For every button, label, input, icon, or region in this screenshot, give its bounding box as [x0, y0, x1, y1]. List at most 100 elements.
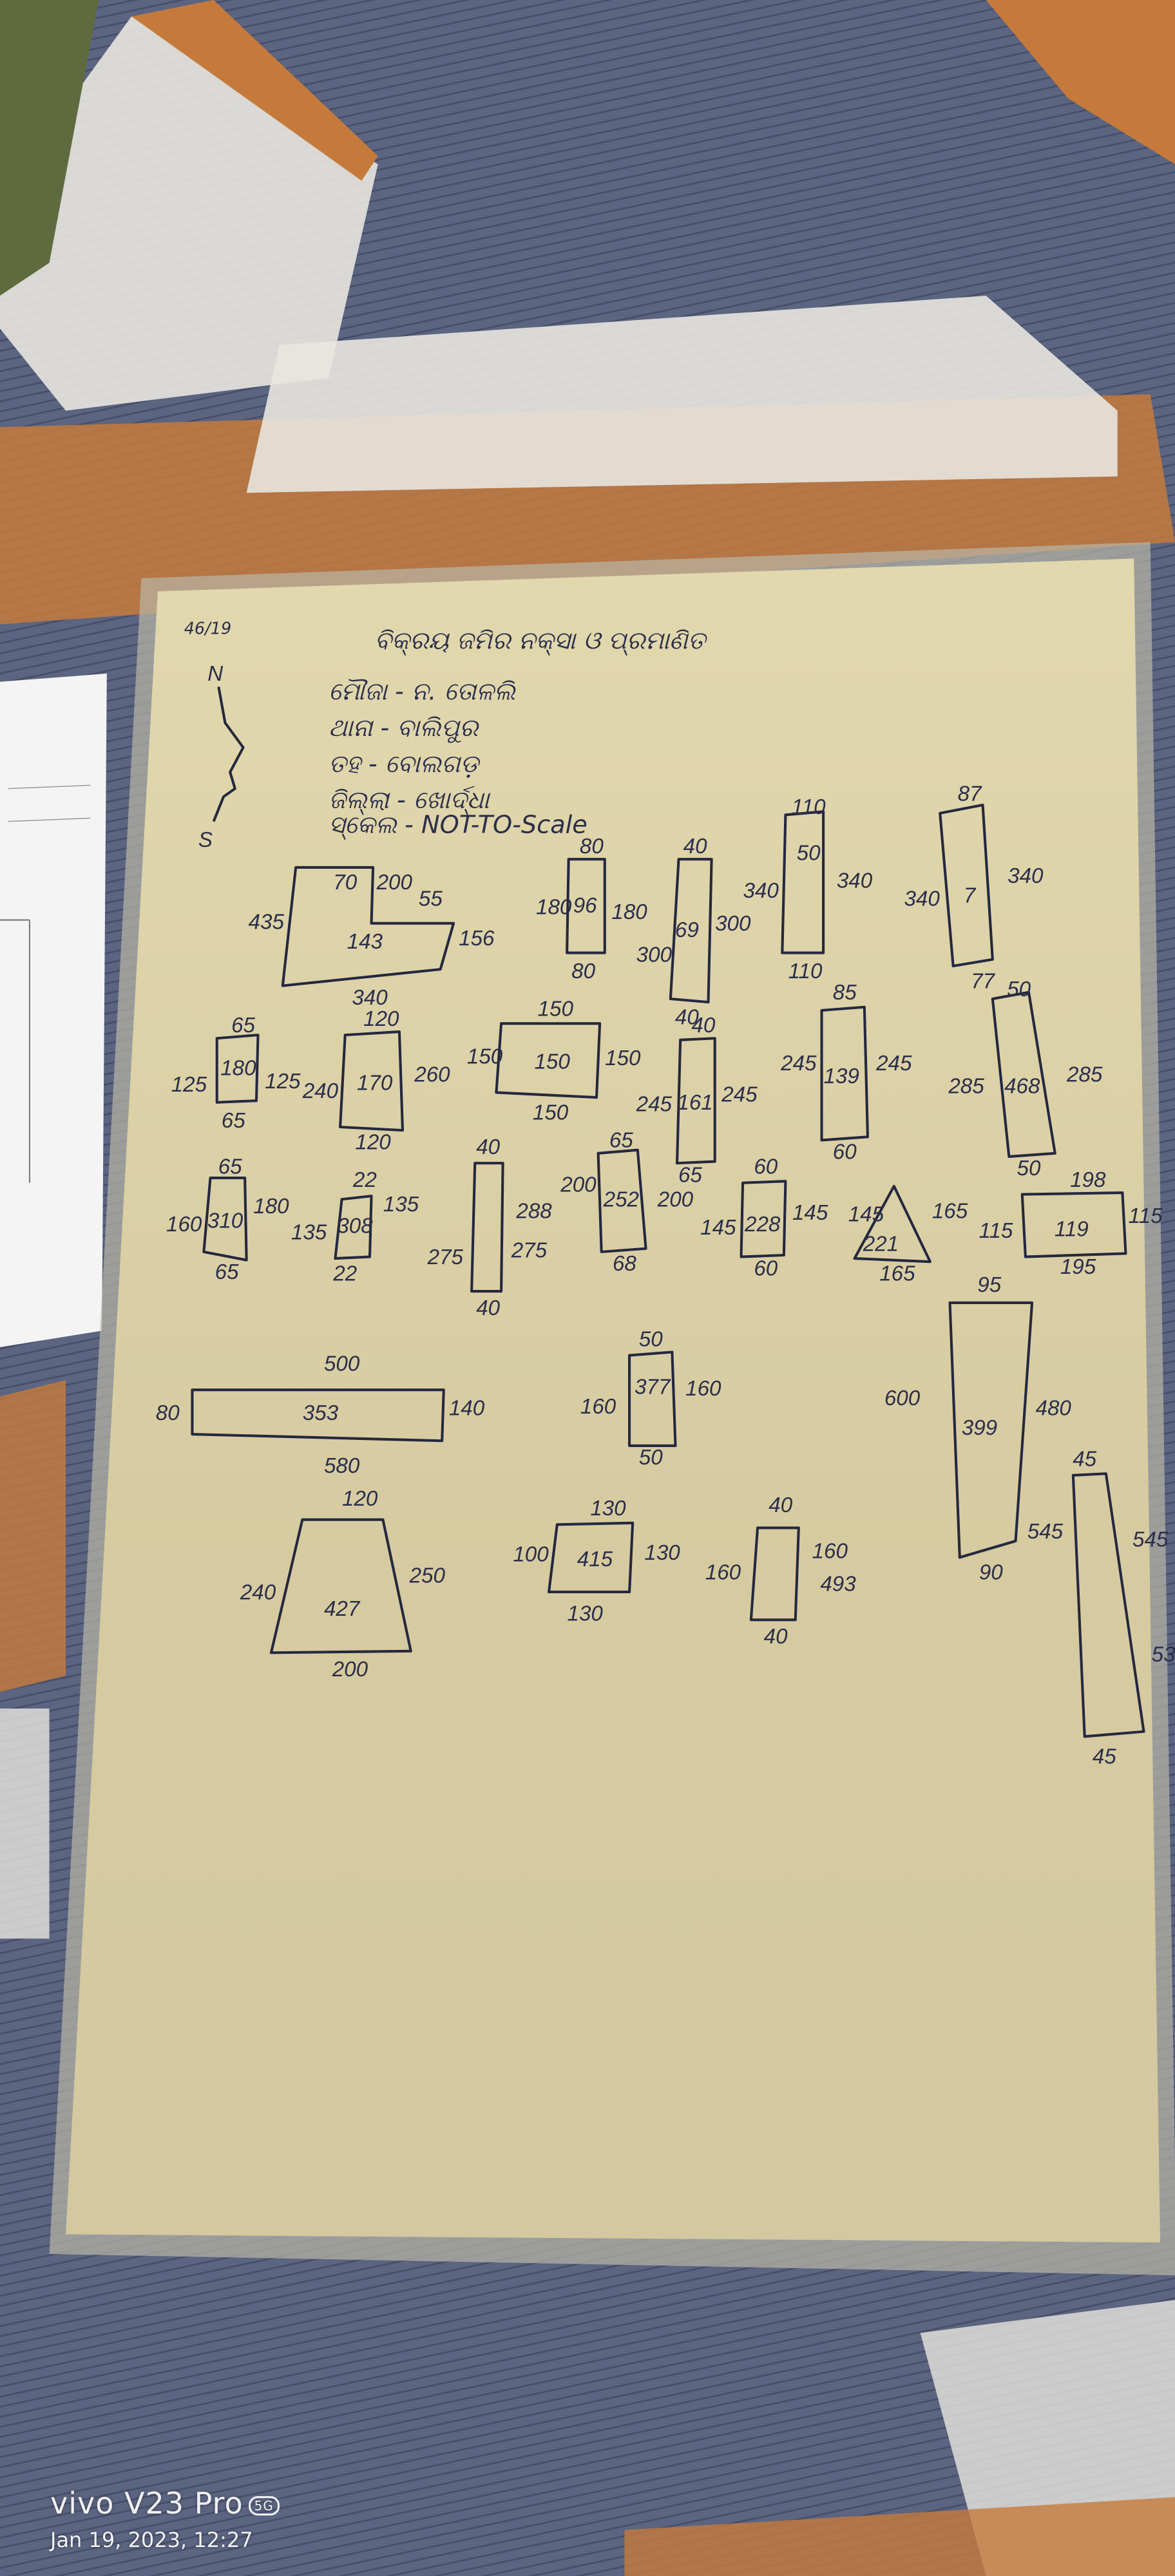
side-length-label: 340 — [1008, 864, 1044, 888]
plot-boundary — [628, 1350, 677, 1447]
side-length-label: 68 — [613, 1252, 636, 1276]
plot-boundary — [939, 803, 994, 968]
side-length-label: 245 — [721, 1083, 758, 1106]
side-length-label: 95 — [977, 1273, 1001, 1297]
side-length-label: 120 — [363, 1007, 399, 1031]
side-length-label: 45 — [1093, 1745, 1116, 1768]
plot-boundary — [548, 1521, 635, 1593]
side-length-label: 135 — [291, 1221, 327, 1245]
side-length-label: 340 — [743, 879, 779, 903]
side-length-label: 580 — [324, 1454, 360, 1478]
plot-number-label: 53 — [1152, 1643, 1175, 1667]
plot-number-label: 96 — [573, 894, 597, 918]
side-length-label: 150 — [538, 998, 574, 1021]
side-length-label: 80 — [571, 960, 595, 983]
side-length-label: 115 — [1129, 1204, 1163, 1228]
side-length-label: 22 — [352, 1168, 377, 1192]
side-length-label: 40 — [476, 1135, 500, 1159]
side-length-label: 200 — [332, 1658, 368, 1681]
side-length-label: 275 — [511, 1239, 548, 1263]
side-length-label: 100 — [513, 1543, 549, 1567]
side-length-label: 40 — [691, 1014, 715, 1037]
side-length-label: 195 — [1060, 1255, 1096, 1279]
plot-boundary — [191, 1388, 445, 1443]
side-length-label: 115 — [979, 1219, 1013, 1243]
side-length-label: 65 — [678, 1163, 702, 1187]
side-length-label: 40 — [764, 1625, 788, 1649]
side-length-label: 87 — [958, 782, 982, 806]
plot-boundary — [669, 858, 713, 1004]
plot-number-label: 427 — [324, 1597, 361, 1621]
plot-number-label: 150 — [534, 1050, 570, 1074]
side-length-label: 70 — [333, 871, 357, 895]
side-length-label: 245 — [636, 1093, 673, 1117]
side-length-label: 180 — [611, 900, 647, 924]
side-length-label: 285 — [1066, 1063, 1103, 1087]
side-length-label: 165 — [932, 1199, 968, 1223]
side-length-label: 65 — [231, 1014, 255, 1037]
compass-north-label: N — [207, 662, 223, 686]
side-length-label: 160 — [705, 1561, 741, 1585]
side-length-label: 200 — [376, 871, 413, 895]
side-length-label: 435 — [249, 910, 285, 934]
detail-district: ଜିଲ୍ଲା - ଖୋର୍ଦ୍ଧା — [329, 786, 491, 815]
side-length-label: 65 — [222, 1109, 245, 1133]
side-length-label: 340 — [904, 887, 940, 911]
plot-number-label: 415 — [577, 1548, 613, 1571]
side-length-label: 180 — [536, 895, 572, 919]
side-length-label: 198 — [1070, 1168, 1106, 1192]
plot-boundary — [1071, 1472, 1145, 1738]
detail-mouza: ମୌଜା - ନ. ତୋଳଲି — [329, 677, 516, 706]
side-length-label: 77 — [971, 969, 995, 993]
plot-boundary — [470, 1162, 504, 1293]
side-length-label: 120 — [355, 1130, 391, 1154]
side-length-label: 125 — [265, 1070, 301, 1094]
plot-number-label: 221 — [863, 1232, 899, 1256]
side-length-label: 245 — [780, 1052, 817, 1075]
side-length-label: 60 — [754, 1257, 778, 1281]
side-document — [0, 673, 107, 1347]
side-length-label: 60 — [833, 1141, 857, 1164]
plot-number-label: 252 — [603, 1188, 639, 1212]
side-length-label: 300 — [636, 943, 673, 967]
side-length-label: 50 — [639, 1446, 663, 1470]
side-length-label: 160 — [166, 1213, 202, 1236]
plot-boundary — [597, 1148, 647, 1253]
side-length-label: 160 — [685, 1377, 721, 1401]
sheet-title: ବିକ୍ରୟ ଜମିର ନକ୍ସା ଓ ପ୍ରମାଣିତ — [375, 627, 709, 656]
side-length-label: 40 — [769, 1493, 792, 1517]
watermark-model-text: vivo V23 Pro — [50, 2486, 244, 2521]
plot-boundary — [281, 866, 455, 987]
side-length-label: 245 — [875, 1052, 912, 1075]
side-length-label: 340 — [352, 986, 388, 1010]
plot-boundary — [749, 1526, 800, 1622]
side-length-label: 40 — [683, 835, 707, 858]
side-length-label: 130 — [568, 1602, 604, 1625]
side-length-label: 130 — [590, 1497, 626, 1520]
plot-number-label: 399 — [962, 1416, 997, 1440]
plot-boundary — [215, 1034, 260, 1104]
side-length-label: 150 — [605, 1046, 641, 1070]
plot-boundary — [339, 1030, 405, 1132]
side-length-label: 300 — [715, 912, 751, 936]
plot-boundary — [202, 1177, 248, 1262]
side-length-label: 130 — [644, 1541, 680, 1565]
side-length-label: 200 — [560, 1173, 597, 1197]
